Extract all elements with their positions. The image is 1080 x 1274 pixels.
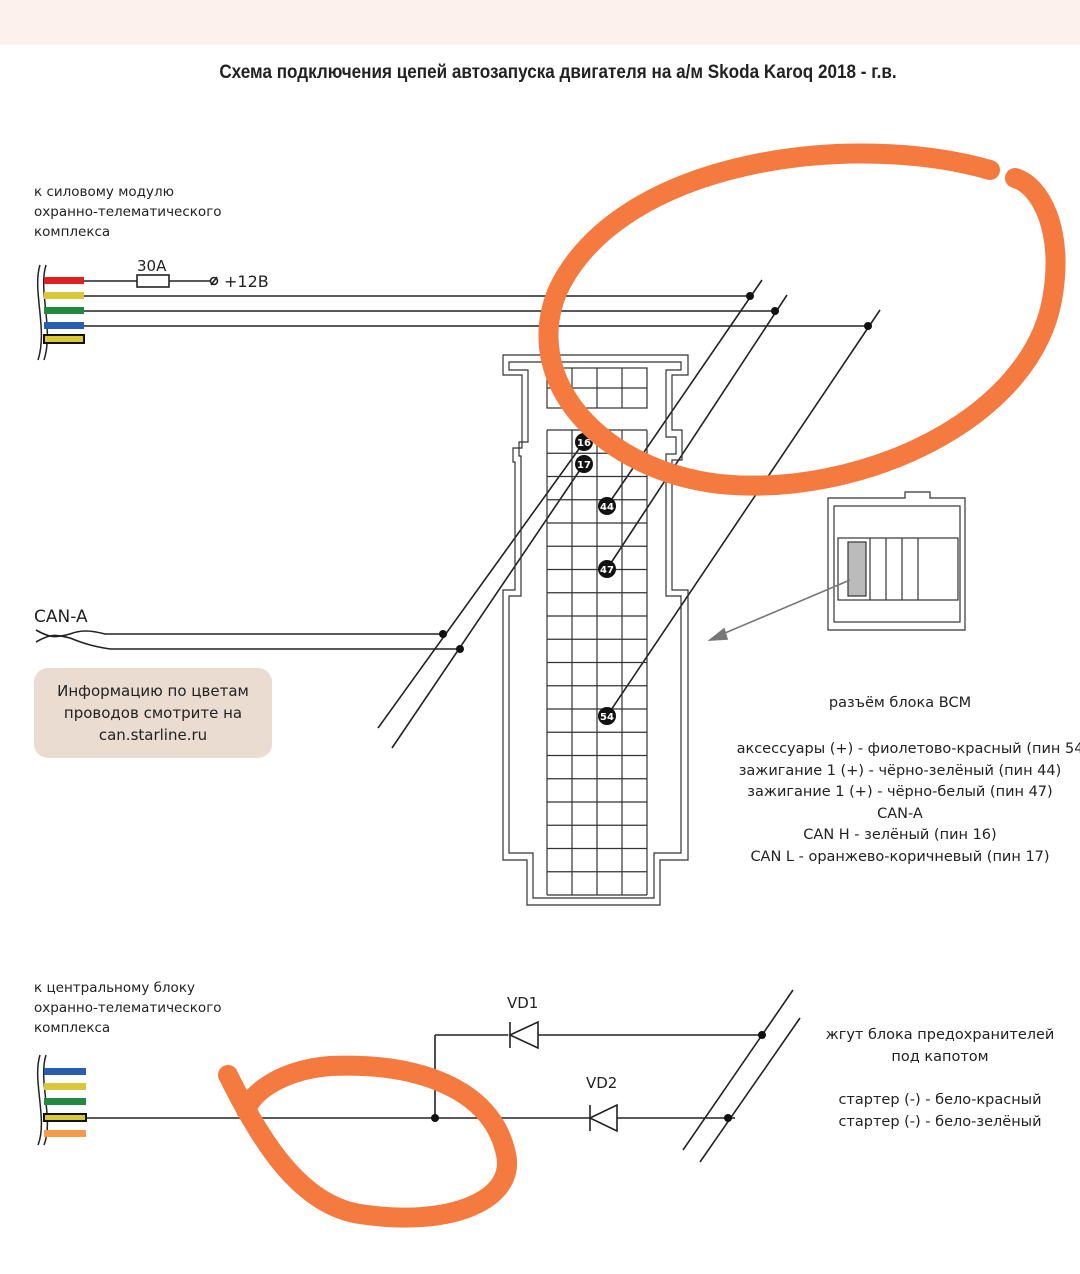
central-block-label: к центральному блоку охранно-телематичес…	[34, 978, 222, 1038]
wire-yellow	[44, 1083, 86, 1090]
label-line: комплекса	[34, 1020, 111, 1036]
label-line: охранно-телематического	[34, 1000, 222, 1016]
wire-blue	[44, 322, 84, 329]
pin-label: 44	[600, 502, 614, 513]
terminal-icon	[209, 276, 219, 286]
label-line: под капотом	[891, 1048, 989, 1065]
pin-line: CAN H - зелёный (пин 16)	[803, 827, 997, 843]
starter-line: стартер (-) - бело-красный	[838, 1092, 1042, 1108]
wire-pin17	[391, 463, 585, 749]
arrow-icon	[707, 579, 851, 641]
pin-line: зажигание 1 (+) - чёрно-белый (пин 47)	[747, 784, 1053, 800]
fuse-label: 30A	[137, 257, 167, 275]
info-link[interactable]: can.starline.ru	[98, 726, 208, 744]
starter-line: стартер (-) - бело-зелёный	[838, 1113, 1042, 1130]
wire-pin16	[377, 441, 585, 729]
annotation-circle-top	[538, 143, 1066, 496]
label-line: комплекса	[34, 224, 111, 240]
label-line: к центральному блоку	[34, 980, 195, 996]
wire-red	[44, 277, 84, 284]
can-wire	[35, 634, 460, 650]
wire-pin54	[606, 309, 881, 717]
pin-label: 54	[600, 712, 614, 723]
can-wire	[35, 629, 443, 638]
wire-pin47	[606, 294, 788, 570]
wire-green	[44, 307, 84, 314]
diode-vd2-icon	[588, 1103, 618, 1133]
page-title: Схема подключения цепей автозапуска двиг…	[219, 62, 897, 83]
wire-black-yellow	[43, 1113, 87, 1122]
vd2-label: VD2	[586, 1074, 617, 1092]
fuse-icon	[136, 274, 170, 288]
pin-17-marker	[575, 455, 593, 473]
pin-47-marker	[598, 560, 616, 578]
diode-vd1-icon	[508, 1020, 539, 1050]
pin-line: аксессуары (+) - фиолетово-красный (пин …	[736, 741, 1080, 757]
wire-blue	[44, 1068, 86, 1075]
pin-54-marker	[598, 707, 616, 725]
bcm-connector	[502, 354, 689, 906]
top-band	[0, 0, 1080, 45]
bcm-pin-list: аксессуары (+) - фиолетово-красный (пин …	[700, 739, 1080, 868]
wire-yellow	[44, 292, 84, 299]
vd1-label: VD1	[507, 994, 538, 1012]
pin-44-marker	[598, 497, 616, 515]
pin-line: CAN-A	[877, 805, 923, 822]
bcm-connector-small	[827, 491, 966, 631]
wire-orange	[44, 1130, 86, 1137]
annotation-circle-bottom	[218, 1055, 517, 1228]
pin-line: зажигание 1 (+) - чёрно-зелёный (пин 44)	[738, 762, 1062, 779]
pin-label: 47	[600, 565, 614, 576]
bcm-title: разъём блока BCM	[828, 695, 972, 711]
label-line: охранно-телематического	[34, 204, 222, 220]
pin-label: 17	[577, 460, 591, 471]
fuse-harness-label: жгут блока предохранителей под капотом с…	[780, 1025, 1080, 1133]
label-line: к силовому модулю	[34, 184, 174, 200]
label-line: жгут блока предохранителей	[825, 1027, 1055, 1043]
supply-label: +12В	[224, 272, 269, 291]
can-label: CAN-A	[34, 607, 88, 627]
wire-green	[44, 1098, 86, 1105]
info-box: Информацию по цветам проводов смотрите н…	[34, 668, 272, 758]
pin-label: 16	[577, 438, 591, 449]
pin-line: CAN L - оранжево-коричневый (пин 17)	[750, 848, 1050, 865]
info-line: проводов смотрите на	[63, 704, 243, 722]
info-line: Информацию по цветам	[57, 682, 249, 700]
wire-black-yellow	[43, 334, 85, 344]
power-module-label: к силовому модулю охранно-телематическог…	[34, 182, 222, 242]
